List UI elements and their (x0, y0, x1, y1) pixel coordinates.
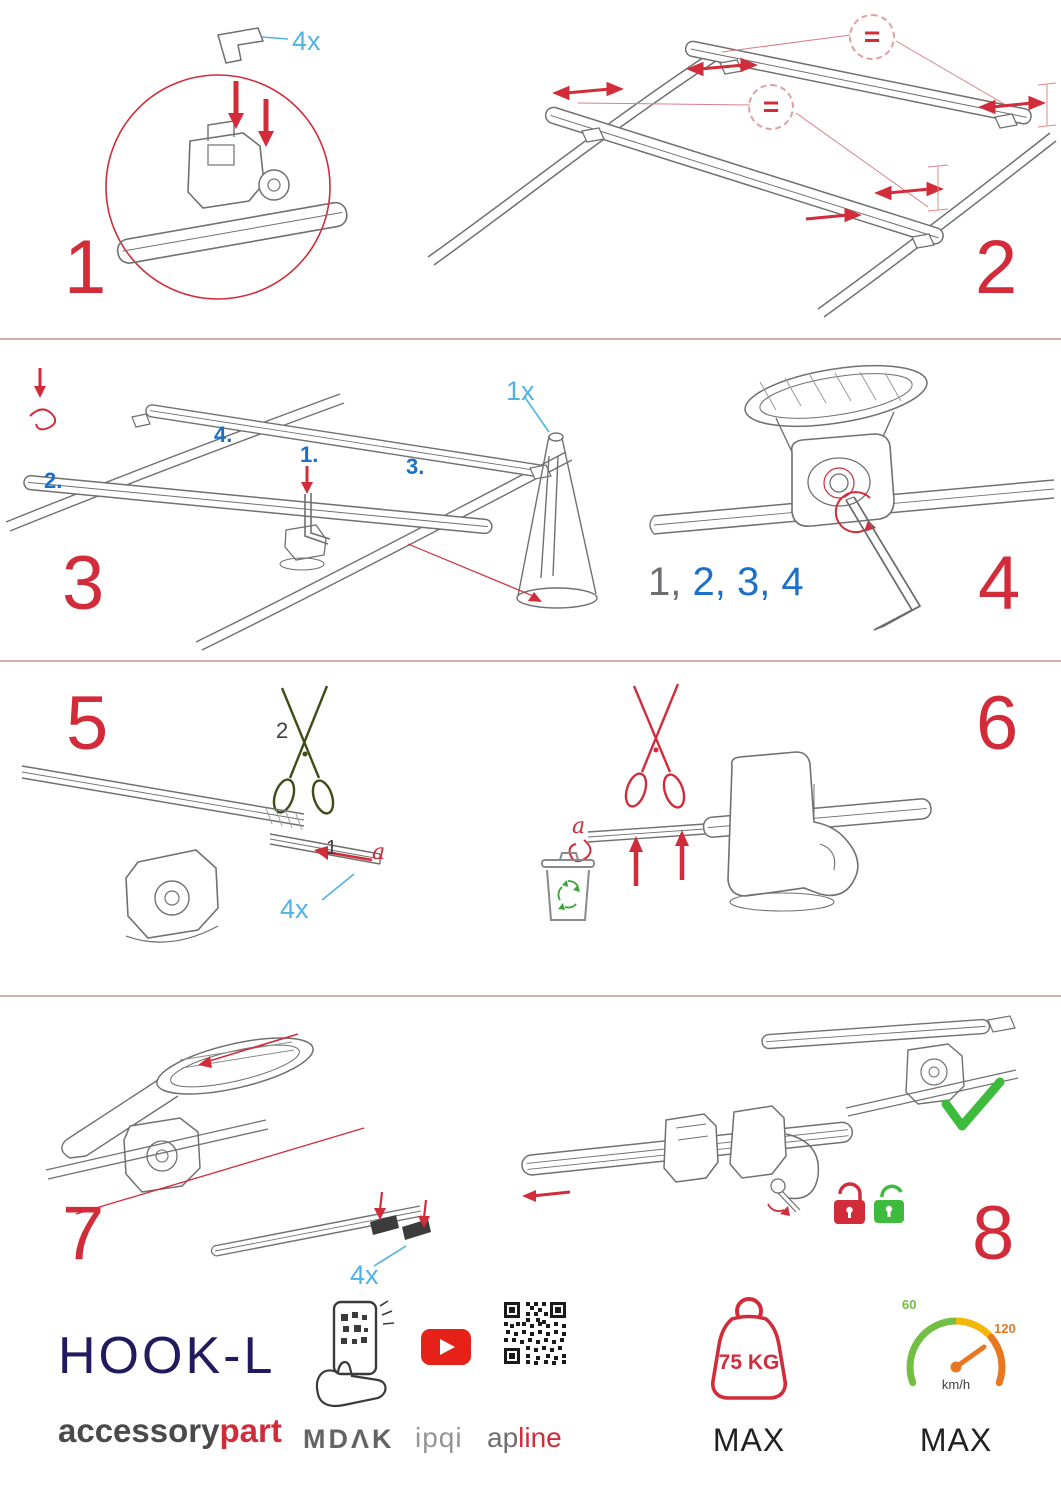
logo-apline-second: line (518, 1422, 562, 1453)
substep-label-2: 2. (44, 468, 63, 493)
speed-low-label: 60 (902, 1297, 917, 1312)
weight-max-label: MAX (712, 1422, 786, 1458)
step-number-2: 2 (975, 225, 1017, 310)
section-divider (0, 338, 1061, 340)
step-number-8: 8 (972, 1191, 1014, 1276)
end-cap (370, 1215, 399, 1235)
qr-code (502, 1300, 568, 1366)
weight-icon (711, 1297, 787, 1400)
step7-diagram (45, 1033, 431, 1267)
step-number-7: 7 (62, 1191, 104, 1276)
youtube-icon (421, 1329, 471, 1365)
brand-logo: accessorypart (58, 1414, 282, 1447)
speed-unit-label: km/h (941, 1377, 971, 1392)
equal-sign: = (762, 91, 780, 122)
step-number-1: 1 (64, 225, 106, 310)
speed-high-label: 120 (994, 1321, 1016, 1336)
step6-diagram (541, 683, 932, 921)
brand-second: part (219, 1412, 282, 1449)
cut-step-label: 2 (276, 718, 289, 743)
quantity-label: 1x (506, 376, 535, 406)
logo-mdak: MDΛK (303, 1424, 395, 1454)
quantity-label: 4x (280, 894, 309, 924)
substep-label-1: 1. (300, 442, 319, 467)
rubber-strip (587, 823, 706, 843)
dimension-arrows (552, 57, 1046, 223)
section-divider (0, 660, 1061, 662)
step8-diagram (521, 1015, 1019, 1224)
strip-label: a (572, 814, 586, 839)
strip-label: a (372, 840, 386, 865)
quantity-label: 4x (292, 26, 321, 56)
key-icon (777, 1190, 801, 1213)
substep-label-4: 4. (214, 422, 233, 447)
section-divider (0, 995, 1061, 997)
step2-diagram (427, 34, 1057, 318)
insert-step-label: 1 (326, 837, 338, 859)
step-number-5: 5 (66, 681, 108, 766)
logo-apline-first: ap (487, 1422, 519, 1453)
step5-diagram (21, 685, 381, 943)
logo-apline: apline (487, 1424, 562, 1452)
weight-value: 75 KG (718, 1351, 780, 1374)
trash-bin-icon (541, 852, 595, 921)
product-name: HOOK-L (58, 1327, 276, 1385)
step3-diagram (5, 368, 598, 651)
scissors-icon (272, 685, 335, 815)
recycle-icon (557, 880, 579, 909)
quantity-label: 4x (350, 1260, 379, 1290)
speed-max-label: MAX (919, 1422, 993, 1458)
logo-ipqi: ipqi (415, 1422, 463, 1453)
speedometer-icon (906, 1317, 1006, 1387)
step1-diagram (105, 27, 348, 300)
check-icon (941, 1077, 1005, 1131)
step-number-6: 6 (976, 681, 1018, 766)
cut-off-curl (568, 839, 592, 863)
allen-key-icon (304, 493, 331, 545)
rubber-strip (210, 1205, 423, 1257)
step4-diagram (649, 364, 1055, 631)
funnel-tool (516, 432, 598, 609)
step-number-3: 3 (62, 541, 104, 626)
needle (953, 1344, 987, 1370)
rotate-arrow (834, 491, 871, 534)
sequence-rest: 2, 3, 4 (681, 560, 804, 604)
equal-badge: = (748, 84, 794, 130)
equal-badge: = (849, 14, 895, 60)
magnifier-circle (105, 74, 331, 300)
phone-qr-icon (315, 1300, 395, 1408)
sequence-first: 1, (648, 560, 682, 604)
step-number-4: 4 (978, 541, 1020, 626)
scissors-icon (624, 683, 686, 809)
brand-first: accessory (58, 1412, 220, 1449)
allen-key-icon (845, 496, 922, 631)
tighten-sequence: 1, 2, 3, 4 (648, 562, 804, 602)
equal-sign: = (863, 21, 881, 52)
substep-label-3: 3. (406, 454, 425, 479)
guide-line (75, 1127, 365, 1215)
